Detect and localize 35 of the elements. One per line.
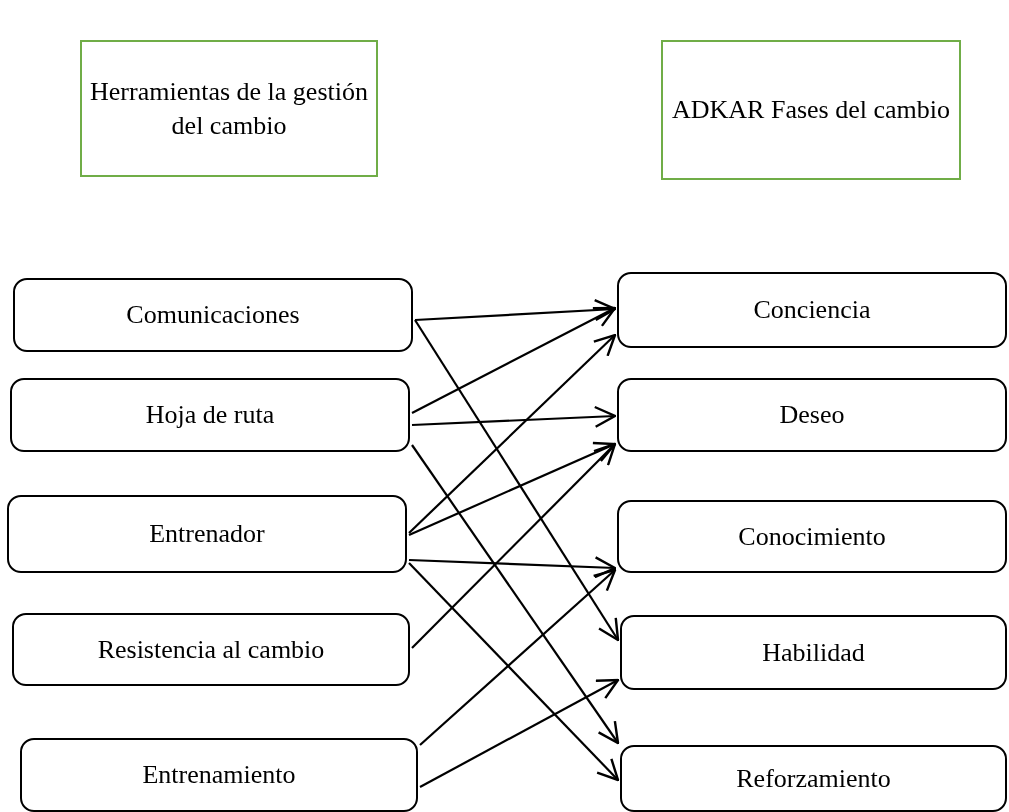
- node-label: Habilidad: [762, 636, 865, 669]
- process-box: [620, 745, 1007, 812]
- header-box: [661, 40, 961, 180]
- arrow: [408, 333, 617, 534]
- node-label: Conocimiento: [738, 520, 886, 553]
- node-label: Comunicaciones: [126, 299, 300, 332]
- arrow: [408, 562, 620, 782]
- arrow: [419, 678, 620, 788]
- process-box: [7, 495, 407, 573]
- arrow: [411, 306, 617, 414]
- node-label: Herramientas de la gestión del cambio: [90, 75, 368, 142]
- node-label: Hoja de ruta: [145, 399, 275, 432]
- arrow: [411, 442, 617, 649]
- node-label: ADKAR Fases del cambio: [672, 94, 950, 127]
- arrow: [411, 444, 620, 745]
- arrow: [411, 405, 617, 428]
- arrow: [414, 319, 620, 642]
- arrow: [419, 568, 617, 746]
- header-box: [80, 40, 378, 177]
- process-box: [617, 378, 1007, 452]
- arrow: [414, 299, 617, 322]
- node-label: Entrenamiento: [142, 759, 296, 792]
- process-box: [617, 272, 1007, 348]
- process-box: [617, 500, 1007, 573]
- process-box: [12, 613, 410, 686]
- arrow: [408, 556, 617, 579]
- process-box: [10, 378, 410, 452]
- node-label: Entrenador: [149, 518, 265, 551]
- process-box: [620, 615, 1007, 690]
- node-label: Conciencia: [753, 294, 871, 327]
- process-box: [13, 278, 413, 352]
- process-box: [20, 738, 418, 812]
- node-label: Reforzamiento: [736, 762, 891, 795]
- node-label: Resistencia al cambio: [97, 633, 325, 666]
- node-label: Deseo: [779, 399, 845, 432]
